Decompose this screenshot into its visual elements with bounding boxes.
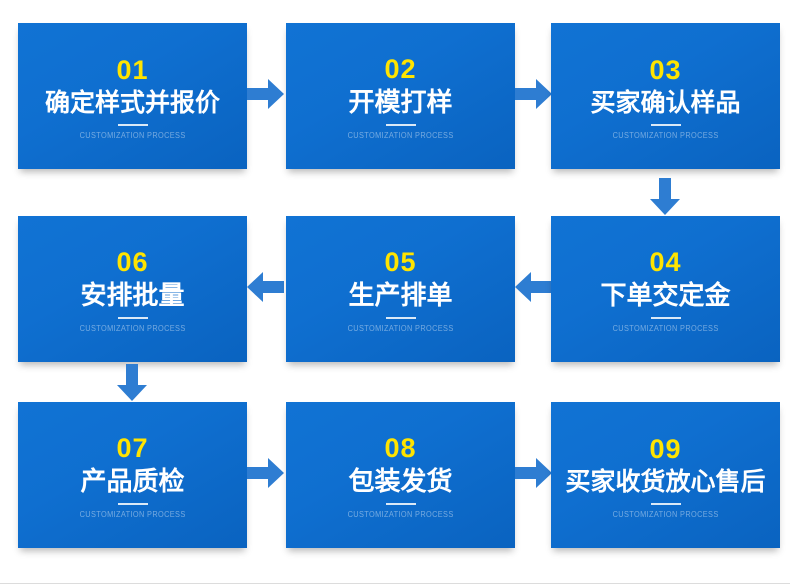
step-subtitle-06: CUSTOMIZATION PROCESS	[79, 324, 186, 334]
step-divider-01	[117, 123, 148, 126]
process-step-card-09[interactable]: 09 买家收货放心售后 CUSTOMIZATION PROCESS	[551, 402, 780, 548]
step-number-06: 06	[116, 246, 149, 277]
step-divider-06	[117, 317, 148, 320]
arrow-right-icon-02-to-03	[515, 79, 552, 109]
arrow-left-icon-05-to-06	[247, 272, 284, 302]
step-title-07: 产品质检	[80, 465, 185, 496]
step-divider-08	[385, 503, 416, 506]
step-subtitle-09: CUSTOMIZATION PROCESS	[612, 509, 719, 519]
step-divider-04	[650, 317, 681, 320]
step-title-02: 开模打样	[348, 86, 453, 117]
step-number-08: 08	[384, 432, 417, 463]
process-step-card-01[interactable]: 01 确定样式并报价 CUSTOMIZATION PROCESS	[18, 23, 247, 169]
process-step-card-05[interactable]: 05 生产排单 CUSTOMIZATION PROCESS	[286, 216, 515, 362]
step-subtitle-03: CUSTOMIZATION PROCESS	[612, 130, 719, 140]
process-step-card-04[interactable]: 04 下单交定金 CUSTOMIZATION PROCESS	[551, 216, 780, 362]
process-step-card-06[interactable]: 06 安排批量 CUSTOMIZATION PROCESS	[18, 216, 247, 362]
step-number-05: 05	[384, 246, 417, 277]
step-title-06: 安排批量	[80, 279, 185, 310]
process-step-card-03[interactable]: 03 买家确认样品 CUSTOMIZATION PROCESS	[551, 23, 780, 169]
arrow-left-icon-04-to-05	[515, 272, 552, 302]
arrow-down-icon-03-to-04	[650, 178, 680, 215]
step-number-09: 09	[649, 433, 682, 464]
step-title-04: 下单交定金	[600, 279, 731, 310]
step-number-02: 02	[384, 53, 417, 84]
step-divider-03	[650, 123, 681, 126]
step-number-03: 03	[649, 54, 682, 85]
arrow-right-icon-08-to-09	[515, 458, 552, 488]
step-divider-07	[117, 503, 148, 506]
step-title-01: 确定样式并报价	[44, 88, 220, 117]
step-number-04: 04	[649, 246, 682, 277]
arrow-right-icon-07-to-08	[247, 458, 284, 488]
step-subtitle-07: CUSTOMIZATION PROCESS	[79, 510, 186, 520]
step-number-07: 07	[116, 432, 149, 463]
step-subtitle-02: CUSTOMIZATION PROCESS	[347, 131, 454, 141]
step-subtitle-04: CUSTOMIZATION PROCESS	[612, 324, 719, 334]
step-number-01: 01	[116, 54, 149, 85]
step-title-08: 包装发货	[348, 465, 453, 496]
step-subtitle-01: CUSTOMIZATION PROCESS	[79, 130, 186, 140]
step-subtitle-05: CUSTOMIZATION PROCESS	[347, 324, 454, 334]
step-title-09: 买家收货放心售后	[565, 467, 766, 496]
step-divider-09	[650, 502, 681, 505]
step-title-03: 买家确认样品	[590, 88, 741, 117]
process-step-card-07[interactable]: 07 产品质检 CUSTOMIZATION PROCESS	[18, 402, 247, 548]
step-title-05: 生产排单	[348, 279, 453, 310]
step-divider-02	[385, 124, 416, 127]
step-subtitle-08: CUSTOMIZATION PROCESS	[347, 510, 454, 520]
process-step-card-02[interactable]: 02 开模打样 CUSTOMIZATION PROCESS	[286, 23, 515, 169]
arrow-down-icon-06-to-07	[117, 364, 147, 401]
process-step-card-08[interactable]: 08 包装发货 CUSTOMIZATION PROCESS	[286, 402, 515, 548]
step-divider-05	[385, 317, 416, 320]
arrow-right-icon-01-to-02	[247, 79, 284, 109]
